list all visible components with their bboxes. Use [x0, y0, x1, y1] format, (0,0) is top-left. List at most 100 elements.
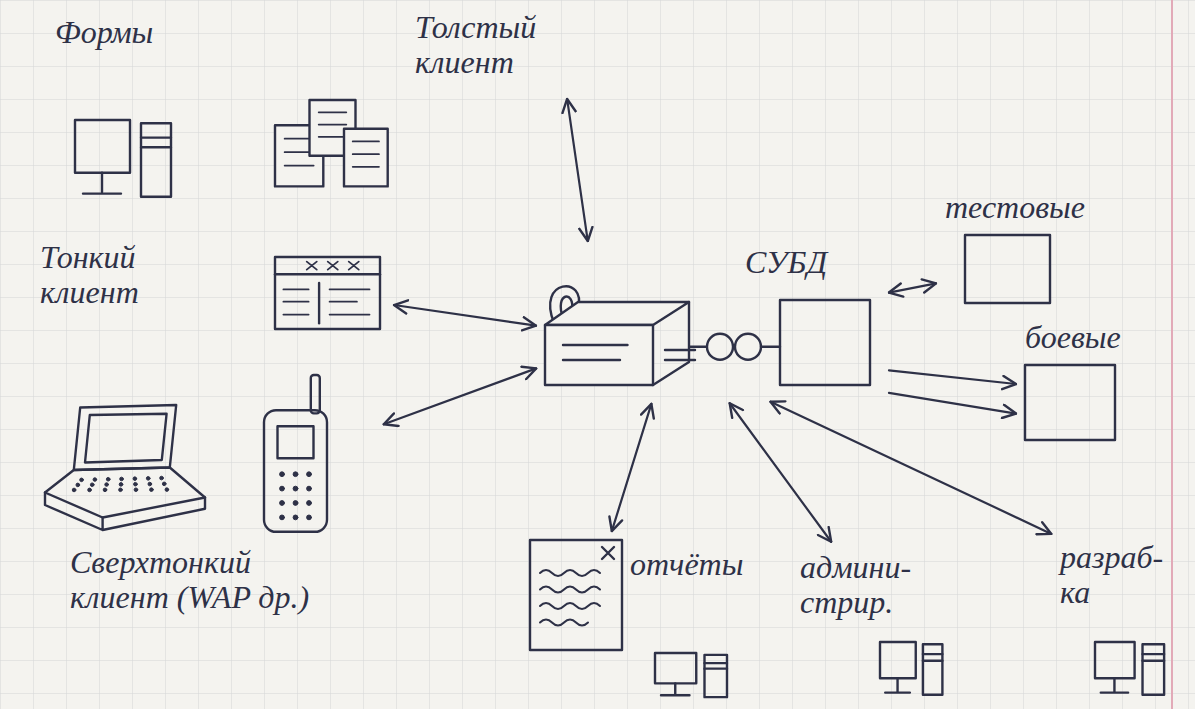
ultra-thin-client: Сверхтонкий клиент (WAP др.)	[40, 375, 380, 655]
system-unit	[1143, 644, 1165, 695]
server-icon	[545, 286, 695, 385]
report-icon	[530, 540, 622, 650]
margin-line	[1171, 0, 1173, 709]
key	[134, 488, 138, 492]
key	[134, 482, 138, 486]
page-content	[283, 289, 369, 314]
connector-ring	[707, 334, 733, 360]
connector-arrow	[384, 368, 536, 424]
key	[103, 488, 107, 492]
dbms-server: СУБД	[540, 245, 885, 400]
drive-bays	[1143, 654, 1165, 661]
phone-key	[280, 515, 285, 520]
computer-icon	[1095, 642, 1164, 695]
admin-client: админи- стрир.	[795, 545, 965, 703]
drive-bays	[923, 654, 943, 661]
sheet-lines	[319, 112, 347, 137]
database-box	[1025, 365, 1115, 440]
node-label: тестовые	[945, 190, 1085, 225]
close-mark	[602, 547, 614, 559]
phone-key	[280, 486, 285, 491]
monitor	[655, 653, 696, 683]
connector-arrow	[889, 370, 1016, 384]
node-label: Толстый клиент	[415, 10, 565, 80]
box-icon	[1025, 365, 1115, 440]
phone-icon	[264, 375, 327, 532]
node-label: админи- стрир.	[800, 550, 950, 620]
phone-screen	[278, 426, 314, 458]
browser-bar	[275, 273, 380, 275]
key	[160, 476, 164, 480]
server-port	[665, 350, 695, 360]
monitor-stand	[1101, 678, 1128, 692]
key	[105, 483, 109, 487]
system-unit	[141, 123, 171, 197]
thin-client: Тонкий клиент	[35, 235, 390, 340]
monitor	[880, 642, 916, 678]
system-unit	[923, 644, 943, 695]
laptop-screen	[85, 414, 167, 463]
server-front	[545, 325, 653, 385]
phone-key	[293, 501, 298, 506]
laptop-edge	[45, 493, 205, 531]
key	[80, 478, 84, 482]
node-label: Тонкий клиент	[40, 240, 210, 310]
fat-client-forms: Формы	[40, 15, 400, 205]
phone-key	[293, 472, 298, 477]
phone-key	[293, 515, 298, 520]
key	[88, 488, 92, 492]
connector-arrow	[394, 305, 536, 326]
connector-arrow	[567, 99, 588, 241]
phone-key	[280, 472, 285, 477]
computer-icon	[880, 642, 942, 695]
drive-bays	[141, 138, 171, 148]
key	[150, 488, 154, 492]
server-slots	[563, 345, 628, 360]
key	[165, 488, 169, 492]
phone-key	[307, 486, 312, 491]
node-label: разраб- ка	[1060, 540, 1180, 610]
monitor-stand	[83, 173, 121, 194]
key	[119, 483, 123, 487]
connector-arrow	[889, 283, 936, 292]
key	[119, 488, 123, 492]
key	[120, 477, 124, 481]
database-box	[965, 235, 1050, 303]
connector-arrow	[770, 402, 1051, 534]
dbbox-icon	[690, 300, 870, 385]
connector-ring	[735, 334, 761, 360]
key	[76, 483, 80, 487]
monitor	[1095, 642, 1135, 678]
monitor	[75, 120, 130, 173]
laptop-icon	[45, 405, 205, 530]
key	[162, 482, 166, 486]
report-lines	[540, 570, 600, 626]
node-label: Сверхтонкий клиент (WAP др.)	[70, 545, 315, 615]
browser-icon	[275, 257, 380, 329]
toolbar-marks	[307, 262, 359, 270]
dbms-box	[780, 300, 870, 385]
paper-sheet	[344, 129, 388, 187]
box-icon	[965, 235, 1050, 303]
connector-arrow	[889, 393, 1016, 414]
node-label: отчёты	[630, 547, 740, 582]
node-label: боевые	[1025, 320, 1121, 355]
key	[93, 478, 97, 482]
phone-key	[293, 486, 298, 491]
reports-client: отчёты	[525, 535, 746, 703]
antenna	[311, 375, 320, 413]
key	[90, 483, 94, 487]
test-database: тестовые	[940, 190, 1110, 310]
link-wire	[761, 346, 780, 348]
node-illustration	[540, 245, 885, 400]
production-database: боевые	[1020, 320, 1145, 445]
monitor-stand	[885, 678, 910, 692]
sheet-lines	[353, 141, 379, 166]
laptop-base	[45, 468, 205, 518]
key	[106, 477, 110, 481]
node-label: Формы	[55, 15, 153, 50]
report-sheet	[530, 540, 622, 650]
monitor-stand	[661, 683, 690, 695]
